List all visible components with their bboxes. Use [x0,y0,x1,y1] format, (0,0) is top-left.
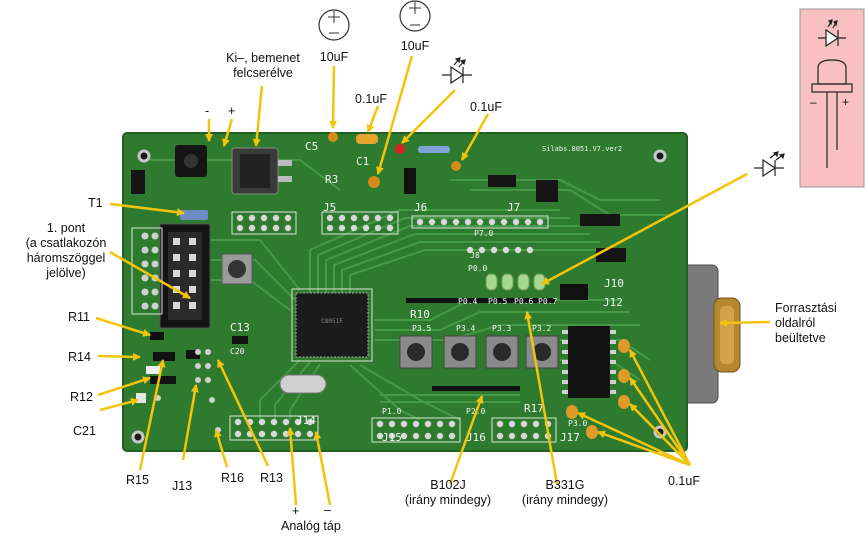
label-led-panel-plus: + [842,95,850,109]
silk-j12: J12 [603,296,623,309]
annotation-arrows [95,55,771,506]
silk-p06: P0.6 [514,297,533,306]
label-b102j: B102J (irány mindegy) [398,478,498,508]
silk-r17: R17 [524,402,544,415]
silk-p04: P0.4 [458,297,477,306]
silk-j16: J16 [466,431,486,444]
label-solder-side-line3: beültetve [775,331,826,345]
label-j13: J13 [172,479,193,493]
label-pin1-line3: háromszöggel [26,251,106,265]
svg-text:C8051F: C8051F [321,318,343,325]
label-c21: C21 [73,424,96,438]
silk-p35: P3.5 [412,324,431,333]
silk-r10: R10 [410,308,430,321]
silk-j6: J6 [414,201,427,214]
label-cap-10uf-2: 10uF [400,39,430,53]
label-b331g-line1: B331G [545,478,585,492]
led-row [485,273,546,291]
label-swapped-input: Ki–, bemenet felcserélve [218,51,308,81]
pcb-traces [150,159,670,421]
label-b102j-line1: B102J [430,478,466,492]
label-analog-supply: Analóg táp [281,519,341,533]
silk-j7: J7 [507,201,520,214]
label-analog-plus: + [292,504,300,518]
label-swapped-input-line2: felcserélve [233,66,293,80]
db9-connector [679,264,741,404]
label-b102j-line2: (irány mindegy) [404,493,492,507]
silk-p32: P3.2 [532,324,551,333]
label-led-panel-minus: – [810,95,817,109]
label-b331g: B331G (irány mindegy) [515,478,615,508]
mounting-holes [131,149,667,444]
cap-symbol-10uf-1 [318,9,350,41]
silk-j8: J8 [470,251,480,260]
silk-p33: P3.3 [492,324,511,333]
label-cap-01uf-1: 0.1uF [355,92,387,106]
silk-c13: C13 [230,321,250,334]
silk-p10: P1.0 [382,407,401,416]
idc-header [159,223,211,329]
led-symbol-top [442,57,472,85]
silk-j15: J15 [382,431,402,444]
ceramic-caps [566,339,630,439]
silk-p00: P0.0 [468,264,487,273]
silk-j17: J17 [560,431,580,444]
crystal [279,374,327,394]
label-analog-minus: – [324,503,331,517]
label-pin1-line2: (a csatlakozón [25,236,107,250]
smd-parts-left [136,332,248,403]
led-symbol-right [754,151,785,178]
header-rows [234,214,552,440]
led-orientation-panel [799,8,865,188]
silk-p34: P3.4 [456,324,475,333]
label-cap-01uf-2: 0.1uF [470,100,502,114]
rs232-driver [562,326,616,398]
silk-j14: J14 [296,414,316,427]
cap-symbol-10uf-2 [399,0,431,32]
label-r14: R14 [68,350,91,364]
label-r11: R11 [68,310,91,324]
silk-c1: C1 [356,155,369,168]
label-swapped-input-line1: Ki–, bemenet [226,51,300,65]
silkscreen-outlines [131,211,557,443]
label-r12: R12 [70,390,93,404]
label-cap-10uf-1: 10uF [319,50,349,64]
silk-p30: P3.0 [568,419,587,428]
label-solder-side: Forrasztási oldalról beültetve [775,301,837,346]
label-t1: T1 [88,196,103,210]
voltage-regulator [231,147,292,195]
label-r13: R13 [260,471,283,485]
silk-r3: R3 [325,173,338,186]
push-buttons [399,335,559,369]
label-pin1-line4: jelölve) [46,266,86,280]
label-cap-01uf-group: 0.1uF [668,474,700,488]
silk-j5: J5 [323,201,336,214]
silk-p70: P7.0 [474,229,493,238]
silk-c5: C5 [305,140,318,153]
label-solder-side-line2: oldalról [775,316,816,330]
silk-p05: P0.5 [488,297,507,306]
label-solder-side-line1: Forrasztási [775,301,837,315]
label-plus-top: + [228,104,236,118]
silk-version: Silabs.8051.V7.ver2 [542,145,622,153]
label-pin1-line1: 1. pont [46,221,86,235]
label-pin1: 1. pont (a csatlakozón háromszöggel jelö… [18,221,114,281]
label-r16: R16 [221,471,244,485]
label-minus-top: - [205,104,210,118]
silk-j10: J10 [604,277,624,290]
left-pad-column [141,232,159,310]
label-r15: R15 [126,473,149,487]
silk-c20: C20 [230,347,245,356]
label-b331g-line2: (irány mindegy) [521,493,609,507]
microcontroller: C8051F [295,292,369,358]
silk-p07: P0.7 [538,297,557,306]
